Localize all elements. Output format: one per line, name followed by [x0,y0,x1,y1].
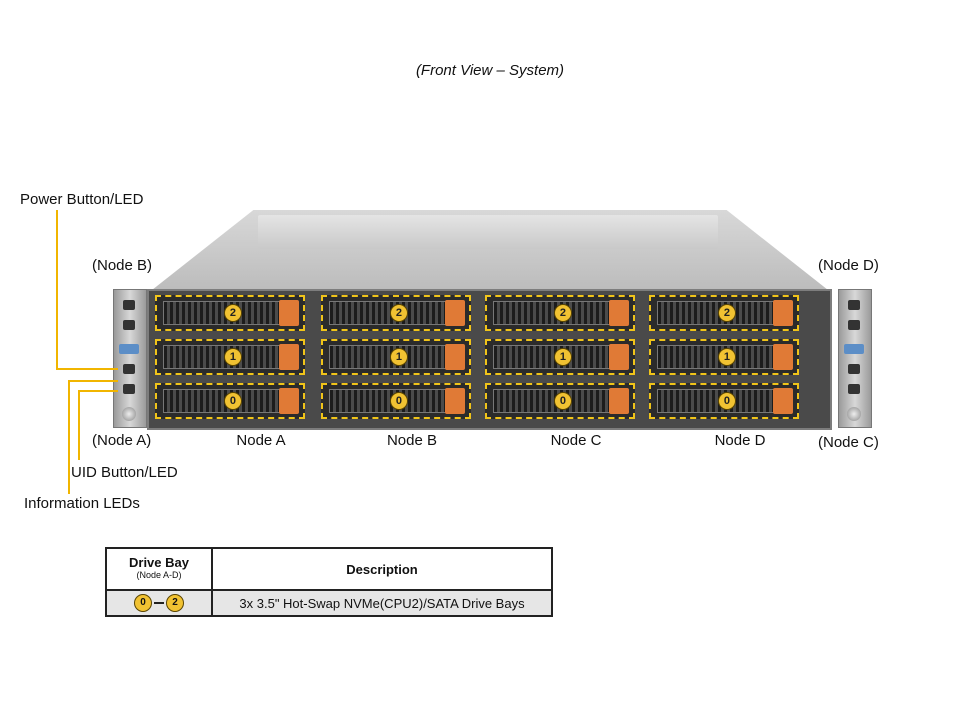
drive-latch[interactable] [279,300,299,326]
info-leader-vertical [68,380,70,494]
uid-button-label: UID Button/LED [71,464,178,481]
drive-latch[interactable] [279,388,299,414]
legend-header-bay: Drive Bay (Node A-D) [105,547,213,591]
drive-latch[interactable] [773,300,793,326]
legend-description: 3x 3.5" Hot-Swap NVMe(CPU2)/SATA Drive B… [211,589,553,617]
power-button-node-d[interactable] [848,300,860,310]
drive-bay[interactable]: 0 [649,383,799,419]
drive-tray [163,389,285,413]
front-panel: 2 1 0 2 1 0 2 1 0 2 1 0 [147,289,832,430]
drive-bay[interactable]: 2 [649,295,799,331]
bay-number-badge: 0 [223,392,242,410]
node-d-label: Node D [714,432,766,449]
uid-button-node-c[interactable] [848,384,860,394]
node-d-ear-label: (Node D) [818,257,879,274]
uid-button[interactable] [123,320,135,330]
view-caption: (Front View – System) [415,62,565,79]
uid-leader-vertical [78,390,80,460]
drive-latch[interactable] [445,300,465,326]
drive-bay[interactable]: 0 [321,383,471,419]
drive-latch[interactable] [279,344,299,370]
drive-bay[interactable]: 0 [485,383,635,419]
uid-leader-horizontal [78,390,118,392]
drive-bay[interactable]: 1 [155,339,305,375]
right-control-ear [838,289,872,428]
drive-latch[interactable] [773,344,793,370]
ear-label [844,344,864,354]
drive-latch[interactable] [609,388,629,414]
node-a-ear-label: (Node A) [92,432,152,449]
legend-header-row: Drive Bay (Node A-D) Description [105,547,553,591]
chassis-vent [258,215,718,249]
bay-number-badge: 1 [389,348,408,366]
power-button-label: Power Button/LED [20,191,144,208]
ear-label [119,344,139,354]
drive-bay[interactable]: 1 [321,339,471,375]
drive-bay[interactable]: 2 [321,295,471,331]
drive-bay[interactable]: 2 [485,295,635,331]
drive-latch[interactable] [609,344,629,370]
drive-latch[interactable] [609,300,629,326]
bay-number-badge: 1 [717,348,736,366]
drive-latch[interactable] [445,388,465,414]
bay-number-badge: 0 [717,392,736,410]
uid-button-node-d[interactable] [848,320,860,330]
legend-header-bay-sub: (Node A-D) [136,570,182,580]
drive-latch[interactable] [445,344,465,370]
range-dash [154,602,164,604]
node-b-label: Node B [386,432,438,449]
ear-screw [122,407,136,421]
bay-number-badge: 2 [717,304,736,322]
legend-header-description: Description [211,547,553,591]
drive-bay[interactable]: 0 [155,383,305,419]
bay-chip-start: 0 [134,594,152,612]
drive-tray [657,301,779,325]
node-b-ear-label: (Node B) [92,257,153,274]
power-button-node-c[interactable] [848,364,860,374]
info-leader-horizontal [68,380,118,382]
ear-screw [847,407,861,421]
bay-number-badge: 0 [553,392,572,410]
bay-number-badge: 2 [553,304,572,322]
bay-number-badge: 0 [389,392,408,410]
power-button-node-a[interactable] [123,364,135,374]
left-control-ear [113,289,147,428]
node-c-label: Node C [550,432,602,449]
bay-chip-end: 2 [166,594,184,612]
bay-number-badge: 1 [223,348,242,366]
uid-button-node-a[interactable] [123,384,135,394]
power-button[interactable] [123,300,135,310]
drive-bay[interactable]: 1 [649,339,799,375]
drive-latch[interactable] [773,388,793,414]
drive-tray [493,345,615,369]
legend-header-bay-title: Drive Bay [129,555,189,570]
node-a-label: Node A [236,432,286,449]
drive-bay[interactable]: 1 [485,339,635,375]
drive-bay[interactable]: 2 [155,295,305,331]
information-leds-label: Information LEDs [24,495,140,512]
power-leader-horizontal [56,368,118,370]
bay-number-badge: 2 [389,304,408,322]
node-c-ear-label: (Node C) [818,434,879,451]
bay-number-badge: 2 [223,304,242,322]
power-leader-vertical [56,210,58,370]
drive-tray [493,301,615,325]
bay-number-badge: 1 [553,348,572,366]
